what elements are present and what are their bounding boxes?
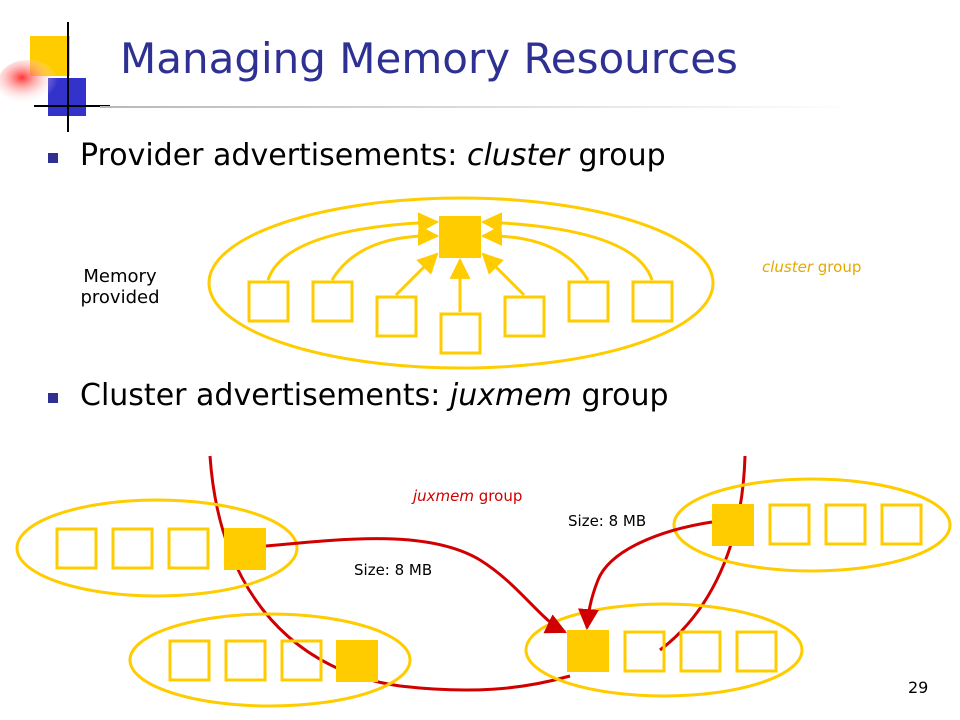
cluster-manager-node [439, 216, 481, 258]
bullet-provider-advertisements: Provider advertisements: cluster group [80, 138, 666, 173]
provider-node [631, 280, 674, 323]
page-number: 29 [908, 678, 929, 697]
bullet-text-prefix: Provider advertisements: [80, 138, 467, 173]
cluster-node [55, 527, 98, 570]
cluster-group-ellipse [207, 196, 715, 370]
juxmem-group-boundary [659, 455, 747, 652]
juxmem-group-label-italic: juxmem [413, 487, 475, 505]
cluster-group-label-italic: cluster [762, 258, 814, 276]
advert-arrow [330, 225, 440, 281]
cluster-group-label-suffix: group [813, 258, 862, 276]
cluster-node [679, 630, 722, 673]
bullet-cluster-advertisements: Cluster advertisements: juxmem group [80, 378, 669, 413]
memory-provided-label: Memory provided [72, 266, 168, 308]
cluster-ellipse [524, 602, 804, 698]
provider-node [439, 312, 482, 355]
juxmem-group-label-suffix: group [474, 487, 523, 505]
bullet-text-suffix: group [571, 378, 669, 413]
memory-provided-line1: Memory [83, 266, 157, 287]
size-label-left: Size: 8 MB [354, 561, 433, 579]
cluster-node [168, 639, 211, 682]
bullet-marker [48, 393, 58, 403]
cluster-manager-node [712, 504, 754, 546]
cluster-node [623, 630, 666, 673]
advert-arrow [394, 252, 439, 297]
title-underline [100, 106, 860, 108]
cluster-ellipse [128, 612, 412, 708]
cluster-node [167, 527, 210, 570]
cluster-group-label: cluster group [762, 258, 861, 276]
provider-node [567, 280, 610, 323]
cluster-ellipse [15, 498, 299, 598]
bullet-marker [48, 153, 58, 163]
cluster-manager-node [336, 640, 378, 682]
logo-red-glow [0, 60, 58, 104]
memory-provided-line2: provided [80, 287, 160, 308]
cluster-node [280, 639, 323, 682]
cluster-manager-node [224, 528, 266, 570]
cluster-ellipse [672, 477, 952, 573]
provider-node [247, 280, 290, 323]
advert-arrow [480, 225, 590, 281]
size-label-right: Size: 8 MB [568, 512, 647, 530]
advert-arrow [266, 212, 440, 281]
slide-title: Managing Memory Resources [120, 34, 738, 83]
cluster-node [111, 527, 154, 570]
cluster-node [824, 503, 867, 546]
advert-arrow [481, 252, 526, 297]
bullet-text-italic: juxmem [449, 378, 572, 413]
bullet-text-italic: cluster [466, 138, 569, 173]
juxmem-advert-arrow [265, 537, 567, 634]
juxmem-group-label: juxmem group [413, 487, 522, 505]
juxmem-manager-node [567, 630, 609, 672]
cluster-node [768, 503, 811, 546]
cluster-node [224, 639, 267, 682]
bullet-text-suffix: group [568, 138, 666, 173]
bullet-text-prefix: Cluster advertisements: [80, 378, 450, 413]
cluster-node [735, 630, 778, 673]
cluster-node [880, 503, 923, 546]
slide-logo [0, 22, 110, 132]
advert-arrow [480, 212, 654, 281]
juxmem-advert-arrow [577, 520, 713, 631]
provider-node [311, 280, 354, 323]
provider-node [503, 295, 546, 338]
provider-node [375, 295, 418, 338]
